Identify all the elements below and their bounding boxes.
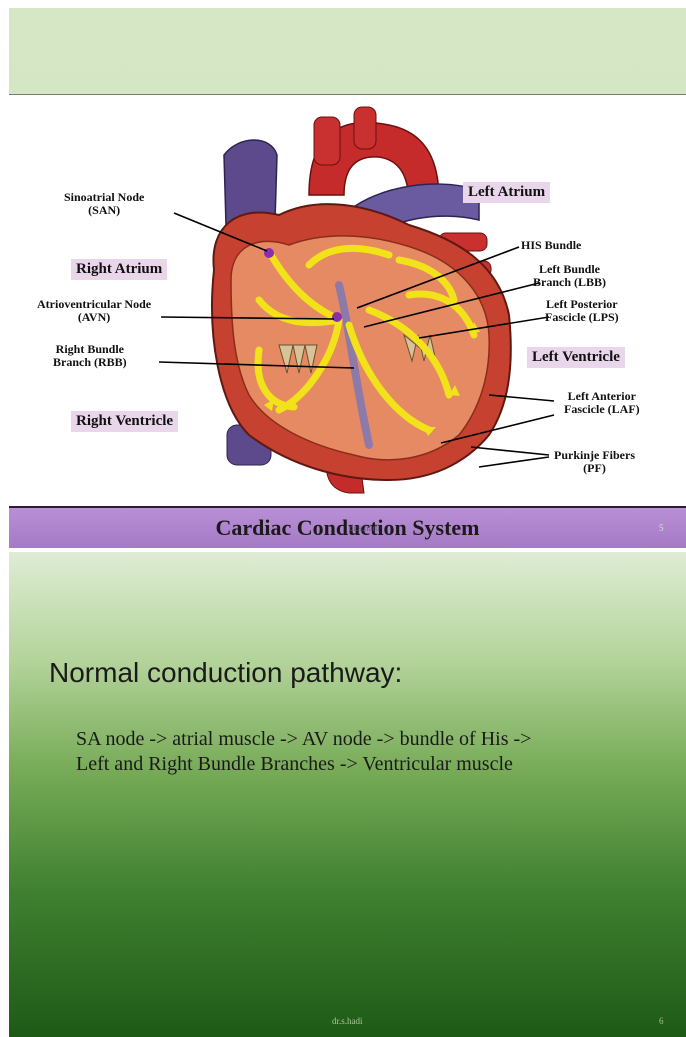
heart-diagram-frame: Sinoatrial Node (SAN) Right Atrium Atrio… bbox=[9, 94, 686, 507]
label-purkinje-fibers: Purkinje Fibers (PF) bbox=[554, 449, 635, 475]
label-left-ventricle: Left Ventricle bbox=[527, 347, 625, 368]
label-his-bundle: HIS Bundle bbox=[521, 239, 581, 252]
body-line-2: Left and Right Bundle Branches -> Ventri… bbox=[76, 752, 676, 777]
slide-conduction-pathway: Normal conduction pathway: SA node -> at… bbox=[9, 552, 686, 1037]
slide-heading: Normal conduction pathway: bbox=[49, 657, 402, 689]
label-right-bundle-branch: Right Bundle Branch (RBB) bbox=[53, 343, 127, 369]
slide-author: dr.s.hadi bbox=[332, 1016, 363, 1026]
label-right-atrium: Right Atrium bbox=[71, 259, 167, 280]
slide-number: 5 bbox=[659, 523, 664, 533]
av-node-marker bbox=[332, 312, 342, 322]
diagram-caption-bar: Cardiac Conduction System dr.s.hadi 5 bbox=[9, 506, 686, 548]
slide-body: SA node -> atrial muscle -> AV node -> b… bbox=[76, 727, 676, 777]
label-sinoatrial-node: Sinoatrial Node (SAN) bbox=[64, 191, 144, 217]
label-left-posterior-fascicle: Left Posterior Fascicle (LPS) bbox=[545, 298, 619, 324]
slide-number: 6 bbox=[659, 1016, 664, 1026]
body-line-1: SA node -> atrial muscle -> AV node -> b… bbox=[76, 727, 676, 752]
label-right-ventricle: Right Ventricle bbox=[71, 411, 178, 432]
label-left-anterior-fascicle: Left Anterior Fascicle (LAF) bbox=[564, 390, 640, 416]
label-left-bundle-branch: Left Bundle Branch (LBB) bbox=[533, 263, 606, 289]
diagram-caption: Cardiac Conduction System bbox=[215, 515, 479, 541]
label-atrioventricular-node: Atrioventricular Node (AVN) bbox=[37, 298, 151, 324]
label-left-atrium: Left Atrium bbox=[463, 182, 550, 203]
slide-author: dr.s.hadi bbox=[349, 523, 380, 533]
aorta-branch-1 bbox=[314, 117, 340, 165]
sa-node-marker bbox=[264, 248, 274, 258]
slide-cardiac-diagram: Sinoatrial Node (SAN) Right Atrium Atrio… bbox=[9, 8, 686, 548]
aorta-branch-2 bbox=[354, 107, 376, 149]
